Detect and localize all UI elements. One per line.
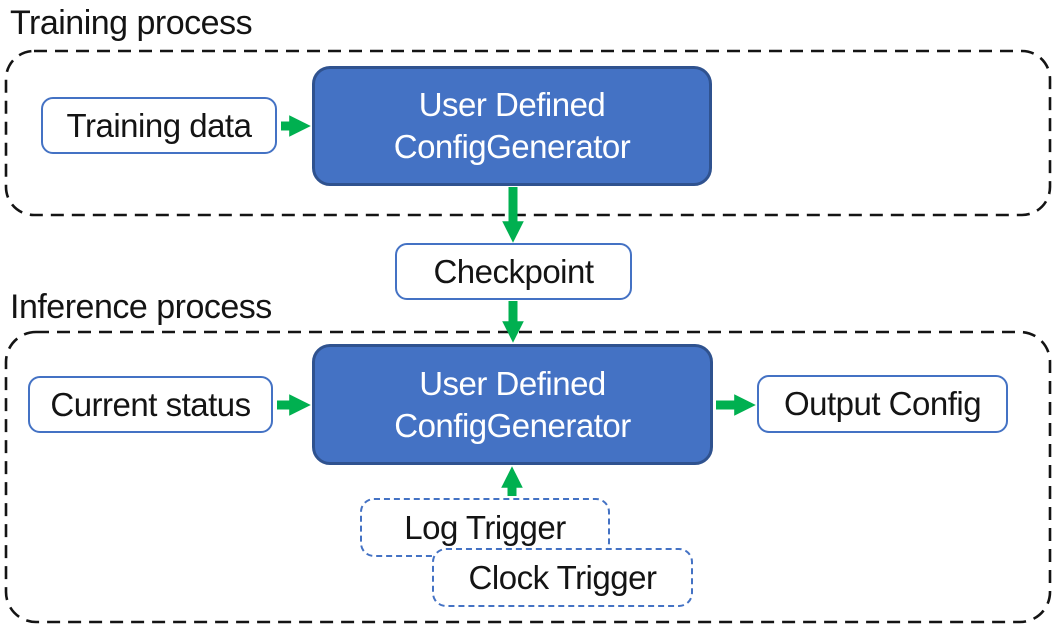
node-config-generator-inference-line2: ConfigGenerator: [394, 406, 631, 444]
node-checkpoint: Checkpoint: [395, 243, 632, 300]
node-config-generator-inference-line1: User Defined: [419, 364, 606, 402]
node-config-generator-training-line2: ConfigGenerator: [393, 128, 631, 165]
node-config-generator-training-line1: User Defined: [418, 86, 606, 123]
node-checkpoint-label: Checkpoint: [433, 252, 594, 290]
node-training-data: Training data: [41, 97, 277, 154]
node-current-status-label: Current status: [50, 385, 251, 423]
node-config-generator-inference: User Defined ConfigGenerator: [312, 344, 713, 465]
node-output-config: Output Config: [757, 375, 1008, 433]
node-config-generator-training: User Defined ConfigGenerator: [312, 66, 712, 186]
node-current-status: Current status: [28, 376, 273, 433]
inference-process-container: [4, 330, 1052, 624]
node-clock-trigger-label: Clock Trigger: [468, 558, 657, 596]
inference-process-title: Inference process: [10, 288, 272, 326]
node-output-config-label: Output Config: [783, 385, 982, 422]
node-clock-trigger: Clock Trigger: [432, 548, 693, 607]
node-training-data-label: Training data: [66, 106, 252, 144]
training-process-container: [4, 49, 1052, 217]
node-log-trigger-label: Log Trigger: [404, 508, 566, 546]
training-process-title: Training process: [10, 4, 253, 42]
